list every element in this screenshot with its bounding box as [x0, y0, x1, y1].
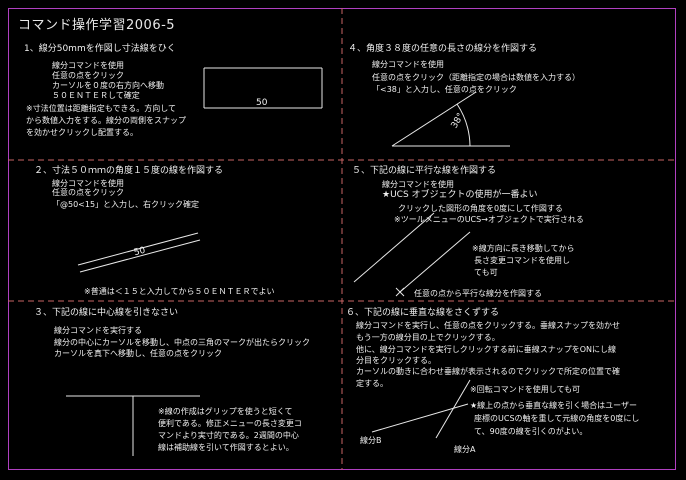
s1-note-0: ※寸法位置は距離指定もできる。方向して: [26, 104, 176, 113]
s3-heading: ３、下記の線に中心線を引きなさい: [34, 308, 179, 318]
s6-label-a: 線分A: [454, 445, 476, 454]
s4-angle-arc: [456, 103, 471, 147]
s6-note-0: ★線上の点から垂直な線を引く場合はユーザー: [470, 401, 638, 410]
s3-line-2: カーソルを真下へ移動し、任意の点をクリック: [54, 349, 222, 358]
s6-line-4: カーソルの動きに合わせ垂線が表示されるのでクリックで所定の位置で確: [356, 367, 620, 376]
s2-instruction: 「@50<15」と入力し、右クリック確定: [52, 200, 200, 209]
s4-line-2: 「<38」と入力し、任意の点をクリック: [372, 85, 517, 94]
s6-line-3: 分目をクリックする。: [356, 356, 436, 365]
s6-note-rotate: ※回転コマンドを使用しても可: [470, 385, 581, 394]
s2-heading: ２、寸法５０ｍｍの角度１５度の線を作図する: [34, 166, 224, 176]
s1-note-2: を効かせクリックし配置する。: [26, 128, 138, 137]
s5-line-2: クリックした図形の角度を0度にして作図する: [398, 204, 563, 213]
s2-dim-line: [79, 239, 201, 273]
s5-line-0: 線分コマンドを使用: [382, 180, 454, 189]
s4-angled-line: [391, 91, 477, 147]
s5-parallel-line: [399, 231, 471, 293]
s4-line-1: 任意の点をクリック（距離指定の場合は数値を入力する）: [372, 73, 580, 82]
s3-line-0: 線分コマンドを実行する: [54, 326, 142, 335]
s1-dimension-label: 50: [256, 98, 268, 108]
s6-note-2: て、90度の線を引くのがよい。: [474, 427, 588, 436]
s3-note-1: 便利である。修正メニューの長さ変更コ: [158, 419, 302, 428]
s3-line-1: 線分の中心にカーソルを移動し、中点の三角のマークが出たらクリック: [54, 338, 310, 347]
s5-bottom-label: 任意の点から平行な線分を作図する: [414, 289, 542, 298]
s2-line-1: 任意の点をクリック: [52, 188, 124, 197]
s5-cross-b: [395, 287, 405, 297]
s2-note: ※普通は＜１５と入力してから５０ＥＮＴＥＲでよい: [84, 287, 275, 296]
s1-heading: 1、線分50mmを作図し寸法線をひく: [24, 44, 176, 54]
s5-diagonal-line: [353, 212, 435, 283]
s6-line-5: 定する。: [356, 379, 388, 388]
s5-note-1: 長さ変更コマンドを使用し: [474, 256, 570, 265]
s6-line-2: 他に、線分コマンドを実行しクリックする前に垂線スナップをONにし線: [356, 345, 617, 354]
s2-line-0: 線分コマンドを使用: [52, 179, 124, 188]
s6-line-a: [435, 379, 471, 439]
s3-note-3: 線は補助線を引いて作図するとよい。: [158, 443, 294, 452]
s6-line-0: 線分コマンドを実行し、任意の点をクリックする。垂線スナップを効かせ: [356, 321, 620, 330]
s5-line-3: ※ツールメニューのUCS→オブジェクトで実行される: [394, 215, 584, 224]
s3-note-2: マンドより実寸的である。2週間の中心: [158, 431, 299, 440]
s4-line-0: 線分コマンドを使用: [372, 60, 444, 69]
s1-note-1: から数値入力をする。線分の両側をスナップ: [26, 116, 186, 125]
s6-note-1: 座標のUCSの軸を重して元線の角度を0度にし: [474, 414, 640, 423]
s1-line-0: 線分コマンドを使用: [52, 61, 124, 70]
s1-line-2: カーソルを０度の右方向へ移動: [52, 81, 164, 90]
s5-note-2: ても可: [474, 268, 498, 277]
s1-line-3: ５０ＥＮＴＥＲして確定: [52, 91, 140, 100]
s5-note-0: ※線方向に長き移動してから: [472, 244, 575, 253]
s3-note-0: ※線の作成はグリップを使うと短くて: [158, 407, 293, 416]
s2-angled-line: [77, 232, 199, 266]
s6-line-b: [371, 403, 469, 433]
s5-heading: ５、下記の線に平行な線を作図する: [352, 166, 497, 176]
s1-line-1: 任意の点をクリック: [52, 71, 124, 80]
s6-label-b: 線分B: [360, 436, 382, 445]
s4-heading: ４、角度３８度の任意の長さの線分を作図する: [348, 44, 538, 54]
s6-heading: ６、下記の線に垂直な線をさくずする: [346, 308, 500, 318]
page-title: コマンド操作学習2006-5: [18, 18, 176, 33]
s6-line-1: もう一方の線分目の上でクリックする。: [356, 333, 500, 342]
s5-line-1: ★UCS オブジェクトの使用が一番よい: [382, 190, 538, 200]
